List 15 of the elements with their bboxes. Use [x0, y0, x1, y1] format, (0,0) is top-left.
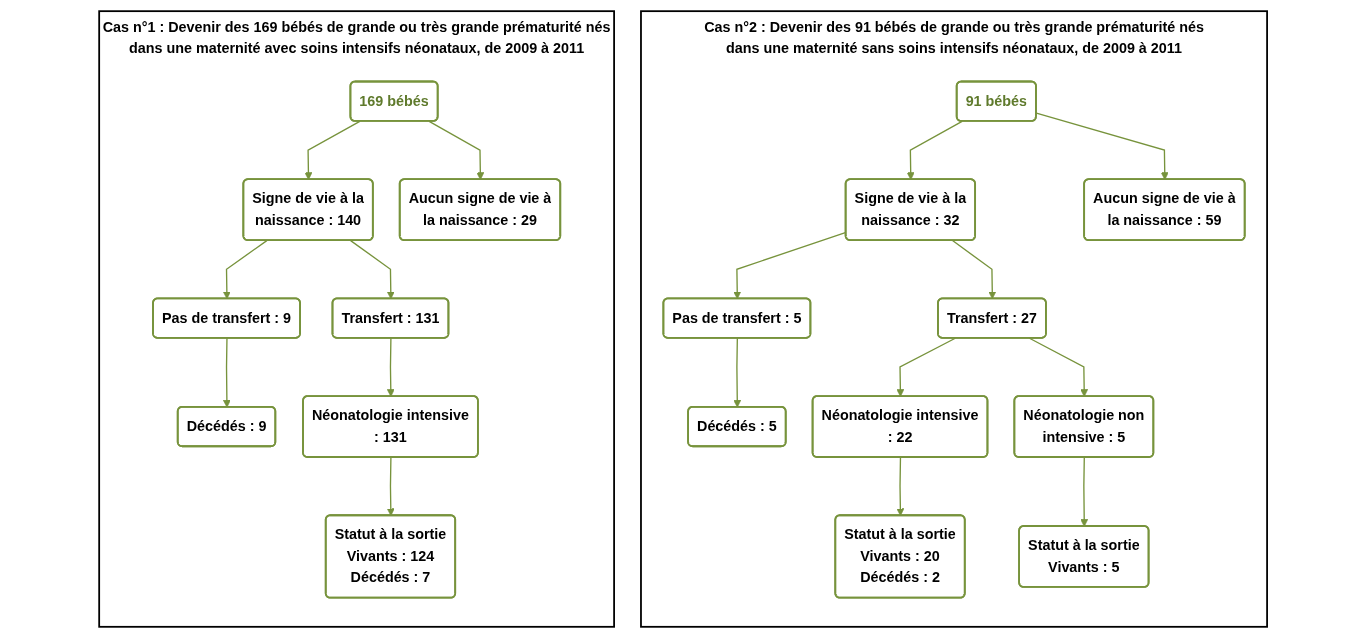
arrow	[733, 337, 742, 408]
arrow	[222, 337, 231, 408]
arrow	[896, 456, 905, 517]
arrow	[906, 120, 963, 180]
arrow	[1080, 456, 1088, 527]
arrow	[222, 239, 268, 300]
arrow	[386, 456, 395, 517]
arrow	[428, 120, 485, 180]
arrow	[349, 239, 395, 300]
arrow	[304, 120, 361, 180]
arrow	[1035, 112, 1169, 180]
arrow	[1028, 337, 1088, 397]
arrow	[386, 337, 395, 397]
arrow	[951, 239, 997, 300]
arrow	[896, 337, 956, 397]
